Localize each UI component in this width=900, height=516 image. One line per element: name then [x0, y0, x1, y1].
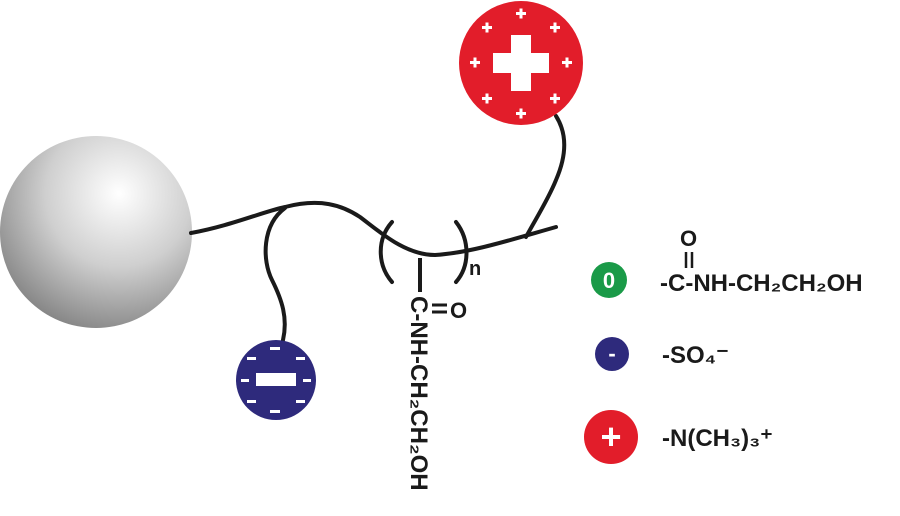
legend-formula-neutral-top: O — [680, 226, 697, 251]
anion-group — [236, 340, 316, 420]
legend-symbol-sulfate: - — [608, 341, 615, 366]
legend-formula-neutral: -C-NH-CH₂CH₂OH — [660, 270, 863, 297]
polymer-backbone — [189, 200, 558, 258]
side-chain-amide: C-NH-CH₂CH₂OH — [405, 296, 432, 491]
repeat-bracket-left — [378, 220, 394, 284]
legend-symbol-ammonium: + — [600, 416, 621, 457]
repeat-subscript: n — [469, 258, 481, 280]
legend-item-ammonium: + -N(CH₃)₃⁺ — [584, 410, 773, 464]
carbonyl-oxygen: O — [450, 298, 467, 323]
legend-formula-ammonium: -N(CH₃)₃⁺ — [662, 425, 773, 452]
legend-formula-sulfate: -SO₄⁻ — [662, 342, 729, 369]
legend-item-sulfate: - -SO₄⁻ — [595, 337, 729, 371]
anion-linker — [263, 206, 287, 342]
legend-item-neutral: 0 O -C-NH-CH₂CH₂OH — [591, 226, 863, 298]
cation-linker — [524, 114, 567, 239]
repeat-bracket-right — [454, 220, 469, 284]
legend-symbol-neutral: 0 — [603, 268, 615, 293]
cation-group — [459, 1, 583, 125]
legend: 0 O -C-NH-CH₂CH₂OH - -SO₄⁻ + -N(CH₃)₃⁺ — [584, 226, 863, 464]
support-bead — [0, 136, 192, 328]
